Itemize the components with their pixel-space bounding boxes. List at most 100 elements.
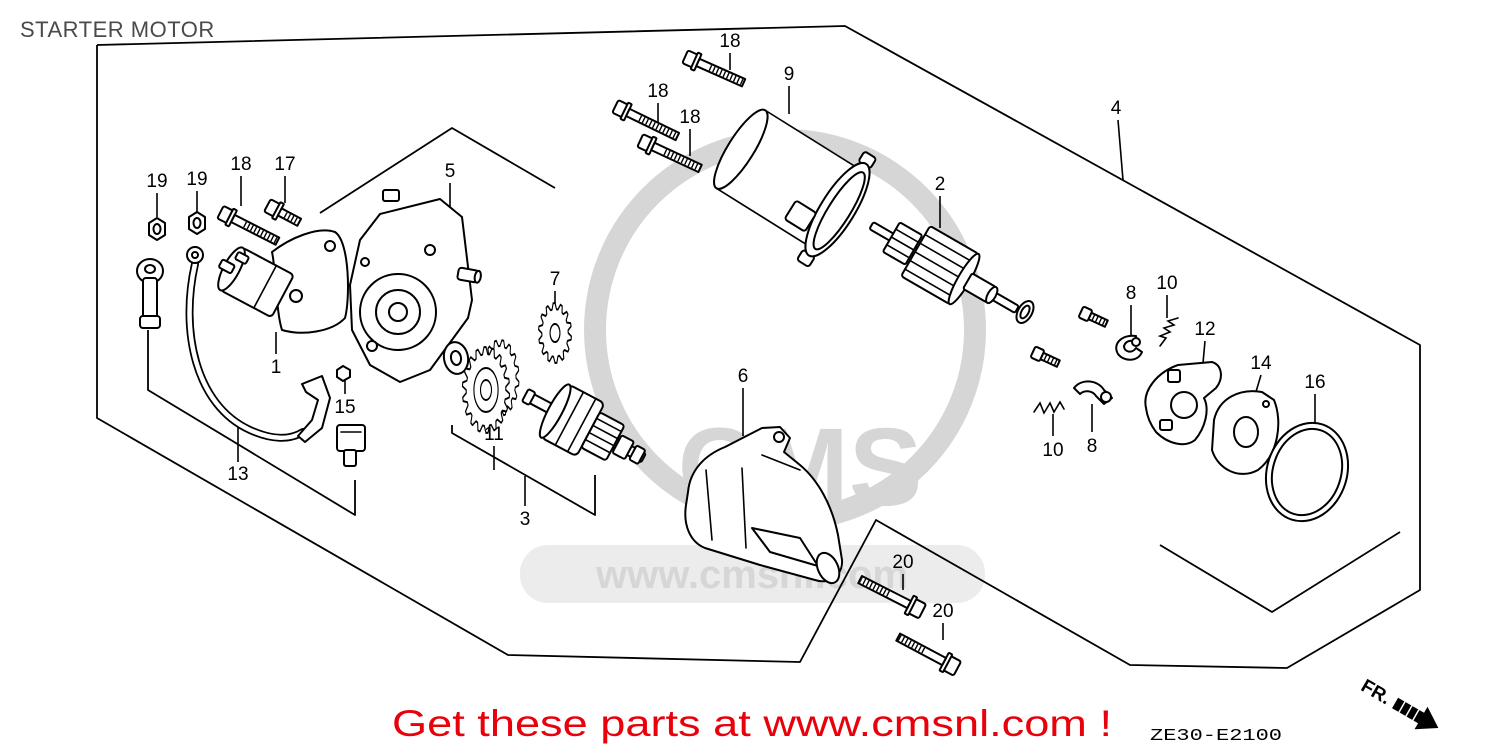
pinion-gear — [581, 412, 625, 461]
brush-clip-8-upper — [1115, 334, 1143, 361]
drive-shaft-tip — [521, 388, 536, 406]
housing-part-6 — [684, 426, 844, 585]
housing-nose — [815, 551, 841, 585]
solenoid-terminal — [234, 251, 250, 265]
callout-10: 10 — [1042, 440, 1063, 461]
screw-brush-lower — [1030, 345, 1061, 368]
bracket-hole — [324, 240, 336, 252]
cable-end-boot — [139, 315, 161, 329]
cover-hub-bore — [388, 302, 408, 322]
callout-19: 19 — [146, 171, 167, 192]
bolt-18-top — [681, 49, 747, 88]
pinion-tooth — [592, 424, 619, 440]
holder-brush-slot — [1159, 419, 1173, 431]
pinion-tooth — [595, 417, 623, 433]
outer-frame — [96, 25, 1421, 669]
callout-14: 14 — [1250, 353, 1272, 374]
screw-thread — [1091, 314, 1108, 327]
connector-part-15 — [336, 365, 366, 467]
commutator-bar — [895, 228, 920, 244]
drive-part-3 — [521, 383, 647, 465]
group-frame-5 — [319, 127, 556, 214]
promo-text: Get these parts at www.cmsnl.com ! — [392, 703, 1112, 744]
clutch-ridge — [566, 397, 597, 453]
callout-10: 10 — [1156, 273, 1177, 294]
group-frame-3 — [451, 425, 596, 516]
cable-end-hole — [144, 264, 156, 274]
callout-18: 18 — [719, 31, 740, 52]
spring-10-upper — [1157, 317, 1179, 347]
connector-tail — [343, 449, 357, 467]
callout-9: 9 — [784, 64, 795, 85]
cover-hole — [360, 257, 370, 267]
part-callouts: 19 19 18 17 5 1 15 13 7 11 3 6 18 18 18 … — [146, 31, 1325, 622]
callout-8: 8 — [1087, 436, 1098, 457]
gear-bore — [479, 379, 493, 401]
commutator-bar — [890, 236, 915, 251]
callout-4: 4 — [1111, 98, 1122, 119]
yoke-slot — [784, 200, 817, 232]
nut-19-b — [188, 211, 206, 235]
core-slot — [919, 242, 970, 273]
screw-thread — [1043, 354, 1060, 367]
front-marker: FR. — [1357, 676, 1439, 730]
cable-wire-core — [187, 261, 306, 440]
leader-line — [1117, 119, 1124, 181]
bracket-hole — [289, 289, 303, 303]
nut-hole — [152, 223, 162, 235]
brush-clip-8-lower — [1073, 380, 1113, 405]
arrow-hatch — [1412, 709, 1420, 721]
pinion-tooth — [588, 431, 615, 447]
end-cover-part-5 — [349, 189, 482, 383]
connector-body — [336, 424, 366, 452]
arrow-right-icon — [1392, 697, 1439, 730]
callout-17: 17 — [274, 154, 295, 175]
holder-bore — [1170, 391, 1198, 419]
gear-part-7 — [538, 302, 572, 364]
holder-brush-slot — [1167, 369, 1181, 383]
clutch-ridge — [554, 391, 585, 446]
bolt-20-b — [895, 632, 962, 676]
callout-13: 13 — [227, 464, 248, 485]
solenoid-seam — [252, 264, 278, 309]
group-frames — [96, 25, 1421, 669]
callout-6: 6 — [738, 366, 749, 387]
gear-part-11 — [461, 339, 520, 434]
o-ring-inner — [1270, 427, 1344, 517]
commutator-bar — [886, 243, 911, 259]
page-title: STARTER MOTOR — [20, 17, 215, 42]
callout-19: 19 — [186, 169, 207, 190]
diagram-code: ZE30-E2100 — [1150, 727, 1282, 746]
front-marker-label: FR. — [1357, 676, 1394, 709]
cable-ring-hole — [191, 251, 199, 259]
callout-5: 5 — [445, 161, 456, 182]
callout-1: 1 — [271, 357, 282, 378]
bolt-thread — [859, 577, 890, 597]
bolt-18-low — [636, 133, 703, 174]
brush-holder-part-12 — [1144, 361, 1222, 446]
bolt-shank — [895, 632, 947, 667]
arrow-hatch — [1405, 705, 1413, 717]
cable-end-crimp — [142, 277, 158, 321]
solenoid-bracket — [271, 229, 349, 334]
core-slot — [924, 233, 975, 264]
small-nut — [336, 365, 351, 382]
boss-end — [473, 269, 482, 284]
arrow-hatch — [1398, 701, 1406, 713]
callout-3: 3 — [520, 509, 531, 530]
screw-brush-upper — [1078, 305, 1109, 328]
bolt-thread — [897, 634, 926, 654]
solenoid-part-1 — [217, 229, 349, 334]
ring-inner — [1019, 304, 1031, 320]
housing-ear-hole — [773, 431, 785, 443]
armature-part-2 — [869, 221, 1020, 314]
callout-20: 20 — [892, 552, 913, 573]
bolt-20-a — [857, 575, 927, 619]
clutch-face — [538, 383, 572, 439]
callout-7: 7 — [550, 269, 561, 290]
solenoid-terminal — [218, 258, 236, 274]
cover-terminal-tab — [382, 189, 400, 202]
drive-collar — [612, 434, 635, 460]
callout-18: 18 — [230, 154, 251, 175]
